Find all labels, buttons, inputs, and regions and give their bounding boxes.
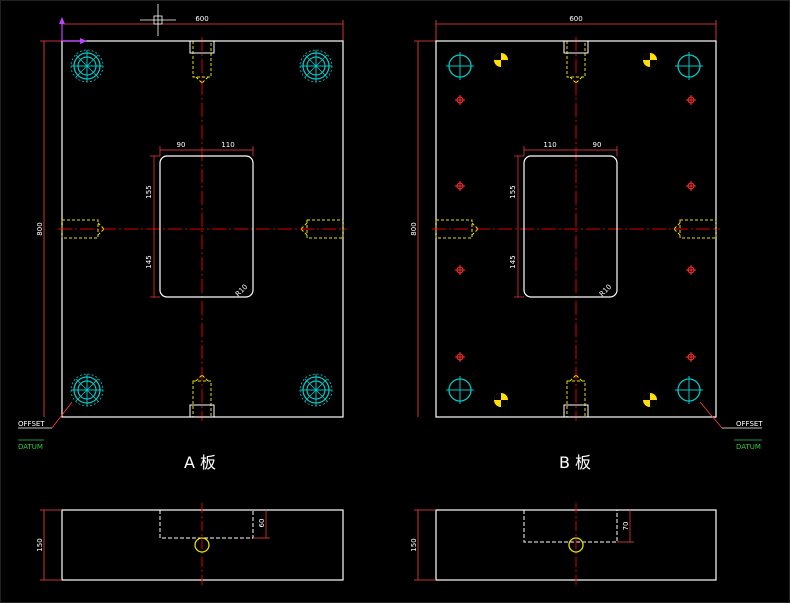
plate-b-side-view: 150 70 (410, 503, 717, 587)
sprue-hole-b (568, 537, 584, 553)
plate-a-height-dim: 800 (36, 222, 44, 235)
hidden-lock-left (61, 219, 105, 239)
plate-b-pocket-left-dim: 110 (543, 141, 556, 149)
ejector-mark-icon (454, 180, 466, 192)
guide-pin-icon (674, 51, 704, 81)
ejector-mark-icon (454, 351, 466, 363)
plate-a-pocket-right-dim: 110 (221, 141, 234, 149)
plate-b-title: B 板 (559, 453, 591, 472)
ucs-axis-icon (59, 17, 87, 44)
plate-a-side-height-dim: 150 (36, 538, 44, 551)
bolt-symbol-icon (494, 53, 508, 67)
ejector-mark-icon (685, 351, 697, 363)
hidden-lock-right (300, 219, 344, 239)
bolt-symbol-icon (494, 393, 508, 407)
datum-label-a: DATUM (18, 443, 43, 451)
guide-pin-icon (70, 373, 104, 407)
hidden-lock-top-b (566, 40, 586, 84)
guide-pin-icon (445, 51, 475, 81)
plate-a-title: A 板 (184, 453, 216, 472)
plate-a-width-dim: 600 (195, 15, 208, 23)
ejector-mark-icon (454, 94, 466, 106)
plate-b-side-height-dim: 150 (410, 538, 418, 551)
hidden-lock-top (192, 40, 212, 84)
guide-pin-icon (445, 375, 475, 405)
plate-b-top-view: 600 800 110 90 155 145 R10 (410, 15, 763, 472)
guide-pin-icon (299, 49, 333, 83)
guide-pin-icon (674, 375, 704, 405)
plate-a-radius-label: R10 (234, 283, 249, 298)
guide-pin-icon (299, 373, 333, 407)
plate-a-pocket-lower-dim: 145 (145, 255, 153, 268)
offset-label-b: OFFSET (736, 420, 763, 428)
sprue-hole (194, 537, 210, 553)
datum-label-b: DATUM (736, 443, 761, 451)
offset-label-a: OFFSET (18, 420, 45, 428)
bolt-symbol-icon (643, 53, 657, 67)
hidden-lock-left-b (435, 219, 479, 239)
ejector-mark-icon (685, 94, 697, 106)
plate-b-pocket-right-dim: 90 (593, 141, 602, 149)
ejector-mark-icon (685, 264, 697, 276)
plate-b-width-dim: 600 (569, 15, 582, 23)
plate-a-top-view: 600 800 90 110 155 145 R10 (18, 15, 347, 472)
crosshair-cursor-icon (140, 4, 176, 36)
plate-a-pocket-upper-dim: 155 (145, 185, 153, 198)
plate-b-height-dim: 800 (410, 222, 418, 235)
plate-a-side-view: 150 60 (36, 503, 344, 587)
plate-b-pocket-depth-dim: 70 (622, 522, 630, 531)
plate-b-radius-label: R10 (598, 283, 613, 298)
ejector-mark-icon (454, 264, 466, 276)
bolt-symbol-icon (643, 393, 657, 407)
plate-b-pocket-lower-dim: 145 (509, 255, 517, 268)
guide-pin-icon (70, 49, 104, 83)
plate-b-pocket-upper-dim: 155 (509, 185, 517, 198)
plate-a-pocket-depth-dim: 60 (258, 519, 266, 528)
hidden-lock-right-b (673, 219, 717, 239)
plate-a-pocket-left-dim: 90 (177, 141, 186, 149)
ejector-mark-icon (685, 180, 697, 192)
